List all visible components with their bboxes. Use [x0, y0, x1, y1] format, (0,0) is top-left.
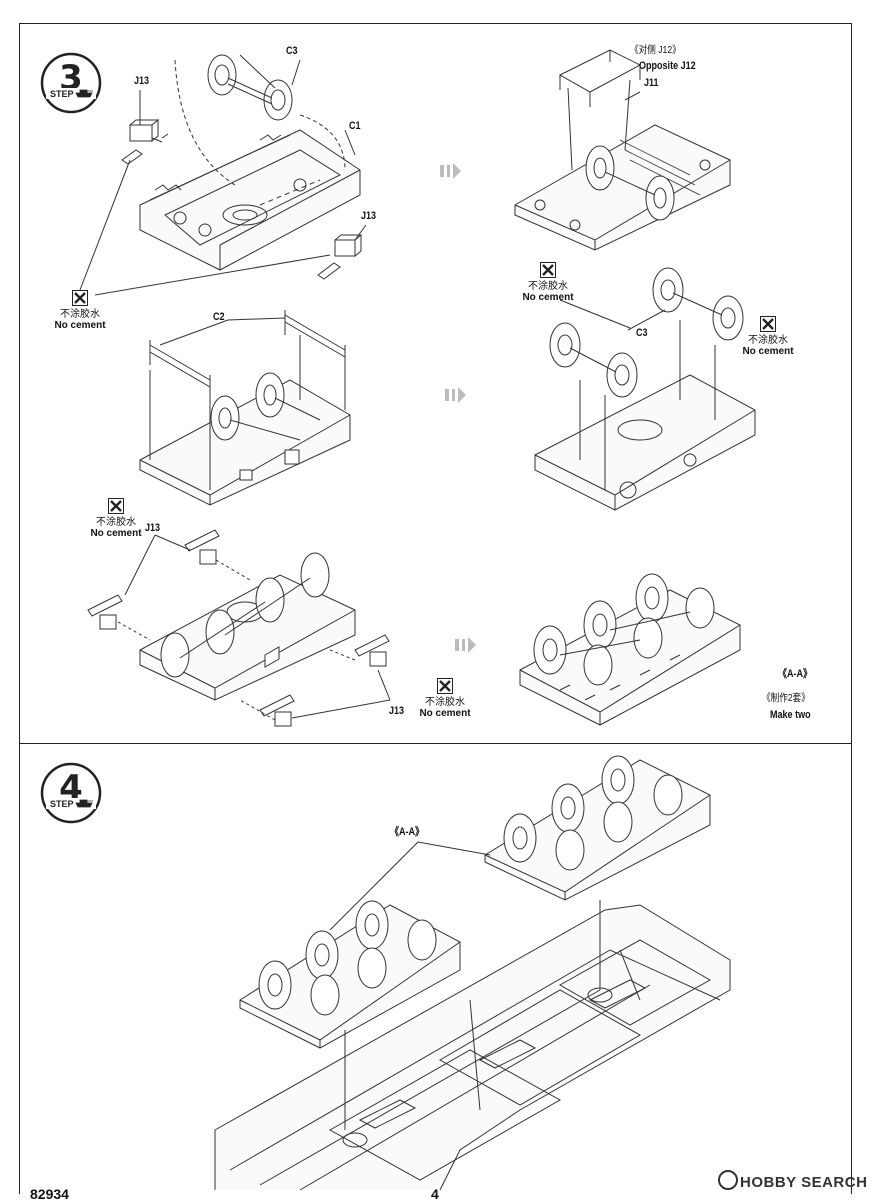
leader-c3-right: [559, 299, 666, 331]
bogie-frame-r3-left: [139, 552, 356, 701]
leader-aa-step4: [329, 841, 491, 931]
c2-parts: [149, 310, 346, 490]
bogie-frame-c1-left: [139, 129, 361, 271]
placement-arrows: [344, 900, 601, 1130]
no-cement-icon: [437, 678, 453, 694]
chassis-frame: [214, 904, 731, 1191]
no-cement-cn: 不涂胶水: [96, 517, 136, 528]
no-cement-cn: 不涂胶水: [425, 697, 465, 708]
j13-part-top: [121, 119, 169, 165]
j11-beam: [558, 49, 642, 171]
no-cement-5: 不涂胶水 No cement: [410, 678, 480, 719]
label-c3-right: C3: [636, 327, 648, 339]
no-cement-cn: 不涂胶水: [60, 309, 100, 320]
no-cement-en: No cement: [54, 320, 106, 331]
label-aa-step3: 《A-A》: [778, 668, 813, 680]
label-j13-b: J13: [361, 210, 377, 222]
no-cement-4: 不涂胶水 No cement: [81, 498, 151, 539]
no-cement-en: No cement: [419, 708, 471, 719]
no-cement-leaders-r1: [79, 159, 331, 296]
leader-lines-r1: [139, 54, 367, 241]
label-j13-c: J13: [145, 522, 161, 534]
bogie-aa-upper: [484, 755, 711, 901]
label-c1: C1: [349, 120, 361, 132]
watermark: HOBBY SEARCH: [718, 1170, 867, 1191]
label-j13-d: J13: [389, 705, 405, 717]
label-j13-a: J13: [134, 75, 150, 87]
finished-bogie-aa: [519, 573, 741, 726]
j13-parts-r3: [87, 529, 390, 727]
no-cement-en: No cement: [742, 346, 794, 357]
label-make-two-en: Make two: [770, 709, 811, 721]
step4-word: STEP: [50, 799, 74, 809]
bogie-frame-r2-right: [534, 320, 756, 511]
leader-c2: [159, 317, 286, 346]
no-cement-icon: [72, 290, 88, 306]
watermark-text: HOBBY SEARCH: [740, 1174, 868, 1191]
no-cement-2: 不涂胶水 No cement: [513, 262, 583, 303]
no-cement-icon: [108, 498, 124, 514]
label-c2: C2: [213, 311, 225, 323]
label-aa-step4: 《A-A》: [390, 826, 425, 838]
label-opposite-cn: 《对侧 J12》: [630, 44, 681, 56]
j13-part-right: [317, 234, 363, 280]
no-cement-cn: 不涂胶水: [528, 281, 568, 292]
process-arrows: [440, 163, 476, 653]
bogie-frame-c2-left: [139, 372, 351, 506]
leader-j13-r3: [124, 534, 391, 719]
step-divider: [19, 743, 851, 744]
no-cement-en: No cement: [90, 528, 142, 539]
label-opposite-en: Opposite J12: [639, 60, 696, 72]
step3-badge: 3 STEP: [40, 52, 102, 114]
no-cement-en: No cement: [522, 292, 574, 303]
bogie-aa-lower: [239, 900, 461, 1049]
watermark-logo-icon: [718, 1170, 738, 1190]
wheelsets-c3-right: [549, 267, 744, 398]
step3-word: STEP: [50, 89, 74, 99]
step4-badge: 4 STEP: [40, 762, 102, 824]
no-cement-icon: [760, 316, 776, 332]
page-number: 4: [431, 1186, 439, 1202]
no-cement-1: 不涂胶水 No cement: [45, 290, 115, 331]
label-j11: J11: [644, 77, 659, 89]
label-c3-top: C3: [286, 45, 298, 57]
wheelset-c3-top: [174, 54, 346, 206]
no-cement-icon: [540, 262, 556, 278]
leader-j11: [624, 91, 641, 101]
label-make-two-cn: 《制作2套》: [762, 692, 810, 704]
no-cement-cn: 不涂胶水: [748, 335, 788, 346]
bogie-frame-assembled-r1: [514, 124, 731, 251]
product-code: 82934: [30, 1186, 69, 1202]
no-cement-3: 不涂胶水 No cement: [733, 316, 803, 357]
page-frame: [19, 23, 852, 1194]
